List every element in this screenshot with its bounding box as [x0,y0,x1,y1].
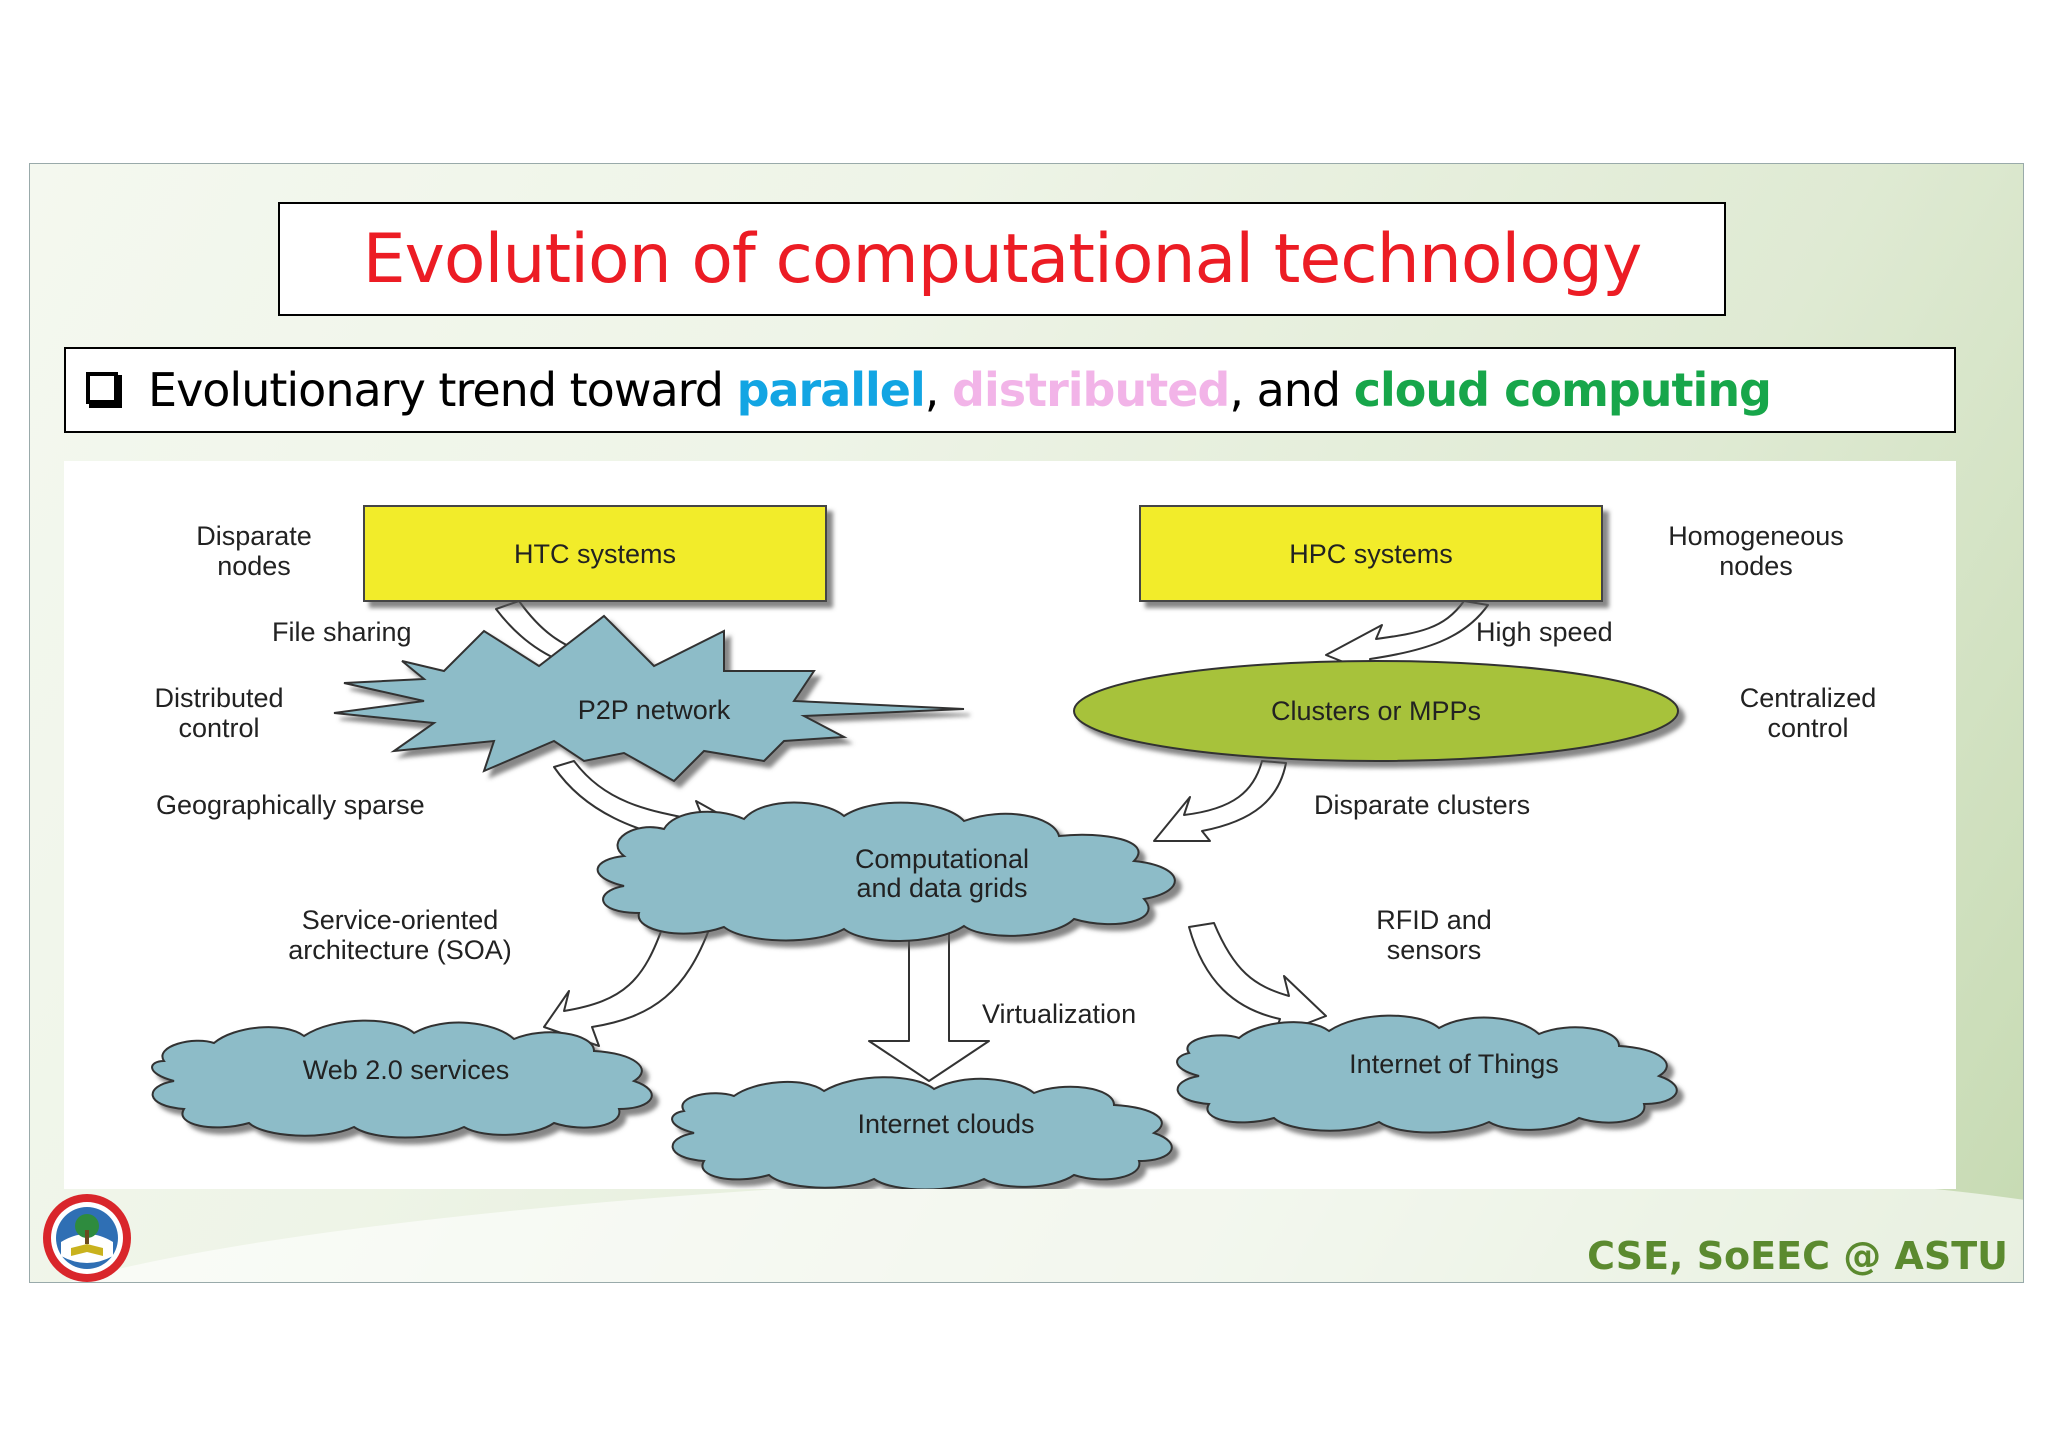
iot-label: Internet of Things [1349,1049,1559,1079]
bullet-text: Evolutionary trend toward parallel, dist… [148,363,1772,417]
bullet-sep1: , [924,363,953,417]
grids-label-line2: and data grids [856,873,1027,903]
diagram-labels: Disparate nodes Homogeneous nodes File s… [154,521,1876,1029]
university-seal-icon [39,1190,135,1291]
label-disparate-clusters: Disparate clusters [1314,790,1530,820]
label-homogeneous-nodes-1: Homogeneous [1668,521,1844,551]
node-htc-systems: HTC systems [363,505,827,602]
evolution-diagram: HTC systems HPC systems P2P network Clus… [64,461,1956,1189]
p2p-label: P2P network [578,695,731,725]
grids-label-line1: Computational [855,844,1029,874]
term-distributed: distributed [952,363,1230,417]
arrow-grids-to-clouds [868,920,990,1082]
label-file-sharing: File sharing [272,617,412,647]
node-web2-services: Web 2.0 services [151,1019,653,1139]
label-centralized-control-1: Centralized [1740,683,1877,713]
term-cloud-computing: cloud computing [1353,363,1772,417]
node-internet-of-things: Internet of Things [1176,1014,1678,1134]
label-soa-2: architecture (SOA) [288,935,512,965]
label-distributed-control-1: Distributed [154,683,283,713]
arrow-grids-to-iot [1188,922,1327,1037]
node-p2p-network: P2P network [333,614,965,783]
arrow-clusters-to-grids [1153,760,1287,842]
node-computational-grids: Computational and data grids [596,801,1176,942]
arrow-grids-to-web2 [543,922,711,1047]
diagram-svg: HTC systems HPC systems P2P network Clus… [151,505,1876,1189]
bullet-box: Evolutionary trend toward parallel, dist… [64,347,1956,433]
footer-credit: CSE, SoEEC @ ASTU [1587,1234,2008,1278]
bullet-sep2: , and [1229,363,1354,417]
htc-label: HTC systems [514,539,676,569]
label-distributed-control-2: control [178,713,259,743]
label-geographically-sparse: Geographically sparse [156,790,425,820]
label-homogeneous-nodes-2: nodes [1719,551,1793,581]
label-high-speed: High speed [1476,617,1613,647]
label-disparate-nodes-2: nodes [217,551,291,581]
web2-label: Web 2.0 services [303,1055,510,1085]
title-box: Evolution of computational technology [278,202,1726,316]
clouds-label: Internet clouds [857,1109,1034,1139]
label-centralized-control-2: control [1767,713,1848,743]
label-rfid-2: sensors [1387,935,1482,965]
slide-title: Evolution of computational technology [362,219,1643,299]
label-rfid-1: RFID and [1376,905,1492,935]
node-internet-clouds: Internet clouds [671,1076,1173,1189]
term-parallel: parallel [736,363,926,417]
label-virtualization: Virtualization [982,999,1136,1029]
hpc-label: HPC systems [1289,539,1453,569]
bullet-prefix: Evolutionary trend toward [148,363,737,417]
label-soa-1: Service-oriented [302,905,499,935]
checkbox-bullet-icon [86,372,122,408]
node-hpc-systems: HPC systems [1139,505,1603,602]
node-clusters-mpps: Clusters or MPPs [1073,660,1679,762]
clusters-label: Clusters or MPPs [1271,696,1481,726]
label-disparate-nodes-1: Disparate [196,521,312,551]
